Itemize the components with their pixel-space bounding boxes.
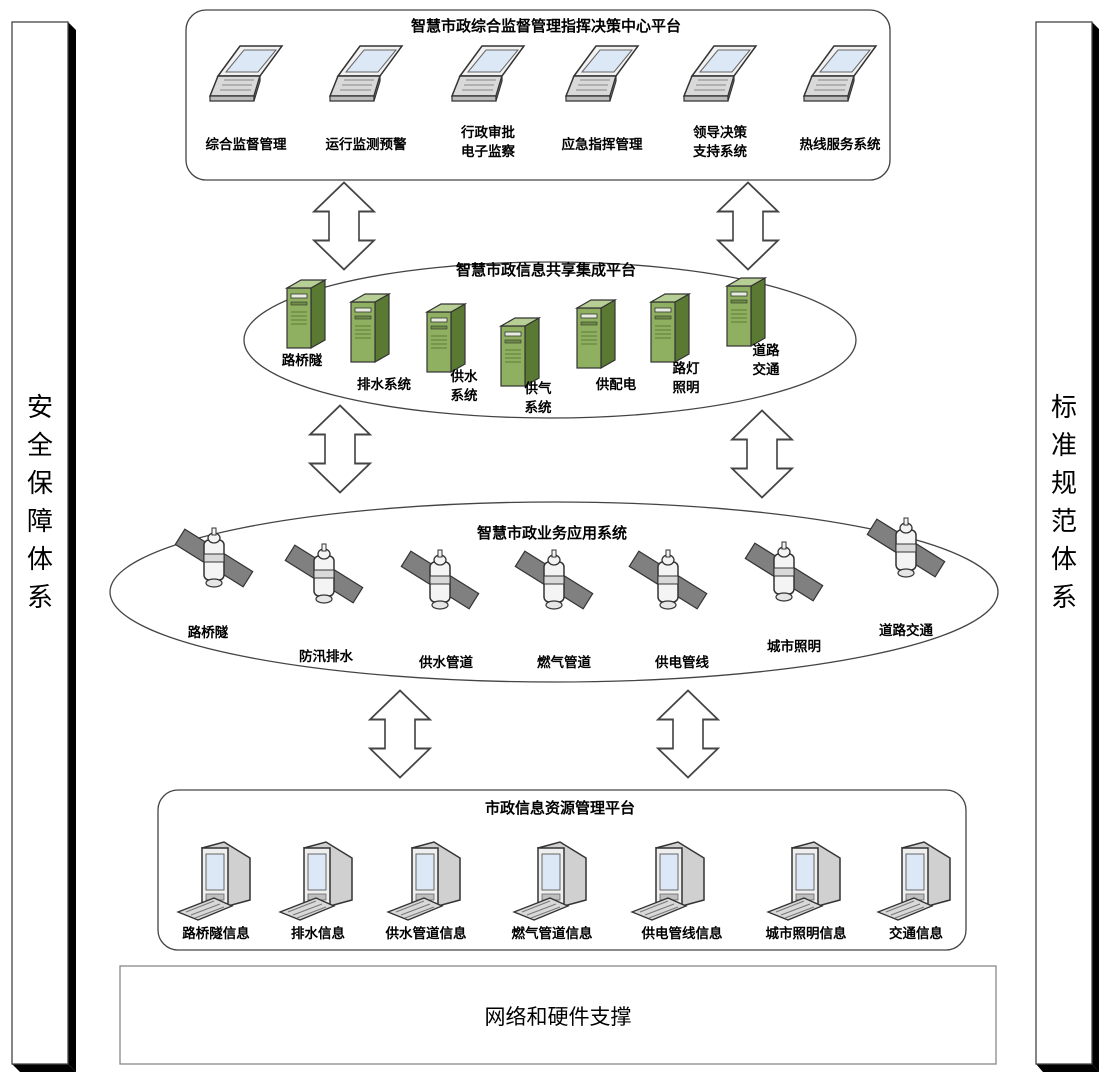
business-item-label: 防汛排水 [299,648,353,665]
resource-platform-items: 路桥隧信息 排水信息 供水管道信息 燃气管道信息 供电管线信息 城市照明信息 交通信息 [177,841,951,942]
server-icon [286,279,326,349]
connector-arrow [731,409,793,499]
network-support-box [119,965,997,1065]
standards-system-label: 标准规范体系 [1051,393,1077,613]
resource-item-label: 交通信息 [889,925,943,942]
business-item-label: 道路交通 [879,622,933,639]
resource-item-label: 供水管道信息 [385,925,467,942]
resource-item-label: 供电管线信息 [641,925,723,942]
connector-arrow [657,689,719,779]
connector-arrow [313,181,375,271]
business-item-label: 城市照明 [767,638,821,655]
command-platform-box [185,9,891,181]
command-item-label: 综合监督管理 [206,136,287,153]
sharing-platform-ellipse [243,261,857,419]
sharing-item-label: 排水系统 [357,376,411,393]
business-systems-title: 智慧市政业务应用系统 [477,524,627,542]
business-item-label: 供水管道 [418,654,473,671]
sharing-platform-title: 智慧市政信息共享集成平台 [456,261,636,279]
sharing-item-label: 路桥隧 [282,352,323,369]
standards-system-bar: 标准规范体系 [1035,21,1099,1072]
resource-platform-title: 市政信息资源管理平台 [485,799,635,817]
command-item-label: 运行监测预警 [326,136,407,153]
command-item-label: 行政审批电子监察 [460,124,515,160]
business-item-label: 燃气管道 [537,654,591,671]
server-icon [500,317,540,387]
security-system-bar: 安全保障体系 [11,21,76,1072]
connector-arrow [309,404,371,494]
command-item-label: 应急指挥管理 [562,136,643,153]
resource-item-label: 城市照明信息 [766,925,847,942]
sharing-item-label: 供气系统 [524,380,553,416]
sharing-item-label: 道路交通 [753,342,781,378]
business-item-label: 路桥隧 [188,624,229,641]
sharing-item-label: 供配电 [595,376,637,393]
server-icon [726,277,766,347]
resource-item-label: 路桥隧信息 [182,925,250,942]
server-icon [350,293,390,363]
resource-item-label: 排水信息 [291,925,345,942]
security-system-label: 安全保障体系 [27,393,53,613]
business-item-label: 供电管线 [654,654,709,671]
command-item-label: 领导决策支持系统 [692,124,747,160]
server-icon [576,299,616,369]
resource-item-label: 燃气管道信息 [512,925,593,942]
server-icon [426,303,466,373]
connector-arrow [369,689,431,779]
network-support-label: 网络和硬件支撑 [485,1005,632,1029]
command-item-label: 热线服务系统 [800,136,881,153]
server-icon [650,293,690,363]
sharing-item-label: 路灯照明 [673,360,701,396]
command-platform-title: 智慧市政综合监督管理指挥决策中心平台 [411,17,681,35]
connector-arrow [717,181,779,271]
sharing-item-label: 供水系统 [450,368,478,404]
command-platform-items: 综合监督管理 运行监测预警 行政审批电子监察 应急指挥管理 领导决策支持系统 热线服务系统 [206,45,881,160]
